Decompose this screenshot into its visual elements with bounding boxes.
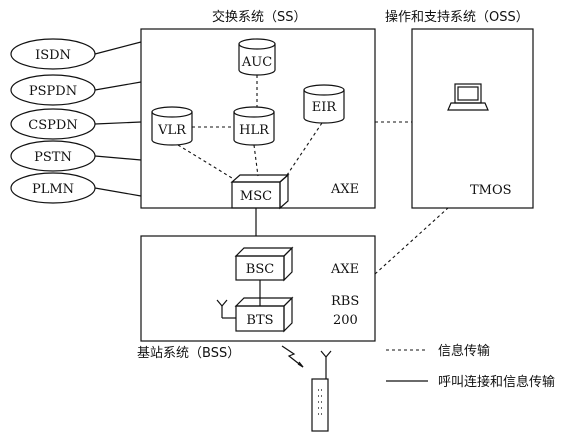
- bss-box: [140, 235, 376, 342]
- network-pspdn: PSPDN: [10, 74, 96, 106]
- eir-label: EIR: [312, 100, 338, 115]
- mobile-phone-icon: [311, 350, 332, 432]
- oss-box: [411, 28, 534, 209]
- legend-solid-label: 呼叫连接和信息传输: [438, 374, 555, 390]
- bts-node: BTS: [234, 296, 294, 333]
- bsc-node: BSC: [234, 246, 294, 282]
- legend: 信息传输 呼叫连接和信息传输: [386, 343, 555, 390]
- radio-link-icon: [281, 345, 304, 368]
- network-isdn-label: ISDN: [35, 48, 71, 63]
- bsc-label: BSC: [246, 262, 274, 277]
- network-cspdn-label: CSPDN: [28, 118, 77, 133]
- rbs-label: RBS: [331, 294, 359, 309]
- auc-label: AUC: [241, 55, 272, 70]
- bts-label: BTS: [246, 313, 273, 328]
- vlr-label: VLR: [157, 123, 187, 138]
- rbs-model-label: 200: [333, 313, 358, 328]
- network-list: ISDN PSPDN CSPDN PSTN PLMN: [10, 38, 96, 204]
- computer-terminal-icon: [447, 83, 489, 111]
- network-pstn: PSTN: [10, 140, 96, 172]
- hlr-label: HLR: [239, 123, 270, 138]
- network-pspdn-label: PSPDN: [29, 84, 77, 99]
- bts-antenna-icon: [216, 299, 236, 319]
- msc-label: MSC: [240, 189, 272, 204]
- network-plmn-label: PLMN: [32, 182, 74, 197]
- network-cspdn: CSPDN: [10, 108, 96, 140]
- auc-database: AUC: [238, 38, 276, 76]
- network-pstn-label: PSTN: [34, 150, 72, 165]
- bss-title: 基站系统（BSS）: [137, 346, 240, 361]
- network-isdn: ISDN: [10, 38, 96, 70]
- ss-title: 交换系统（SS）: [212, 9, 307, 25]
- network-plmn: PLMN: [10, 172, 96, 204]
- bss-axe-label: AXE: [330, 262, 359, 277]
- legend-dashed-label: 信息传输: [438, 343, 490, 359]
- eir-database: EIR: [303, 84, 345, 124]
- hlr-database: HLR: [233, 106, 275, 146]
- ss-axe-label: AXE: [330, 182, 359, 197]
- network-connections: [94, 41, 142, 197]
- tmos-label: TMOS: [470, 183, 512, 198]
- oss-title: 操作和支持系统（OSS）: [385, 9, 529, 25]
- msc-node: MSC: [230, 173, 290, 210]
- vlr-database: VLR: [151, 106, 193, 146]
